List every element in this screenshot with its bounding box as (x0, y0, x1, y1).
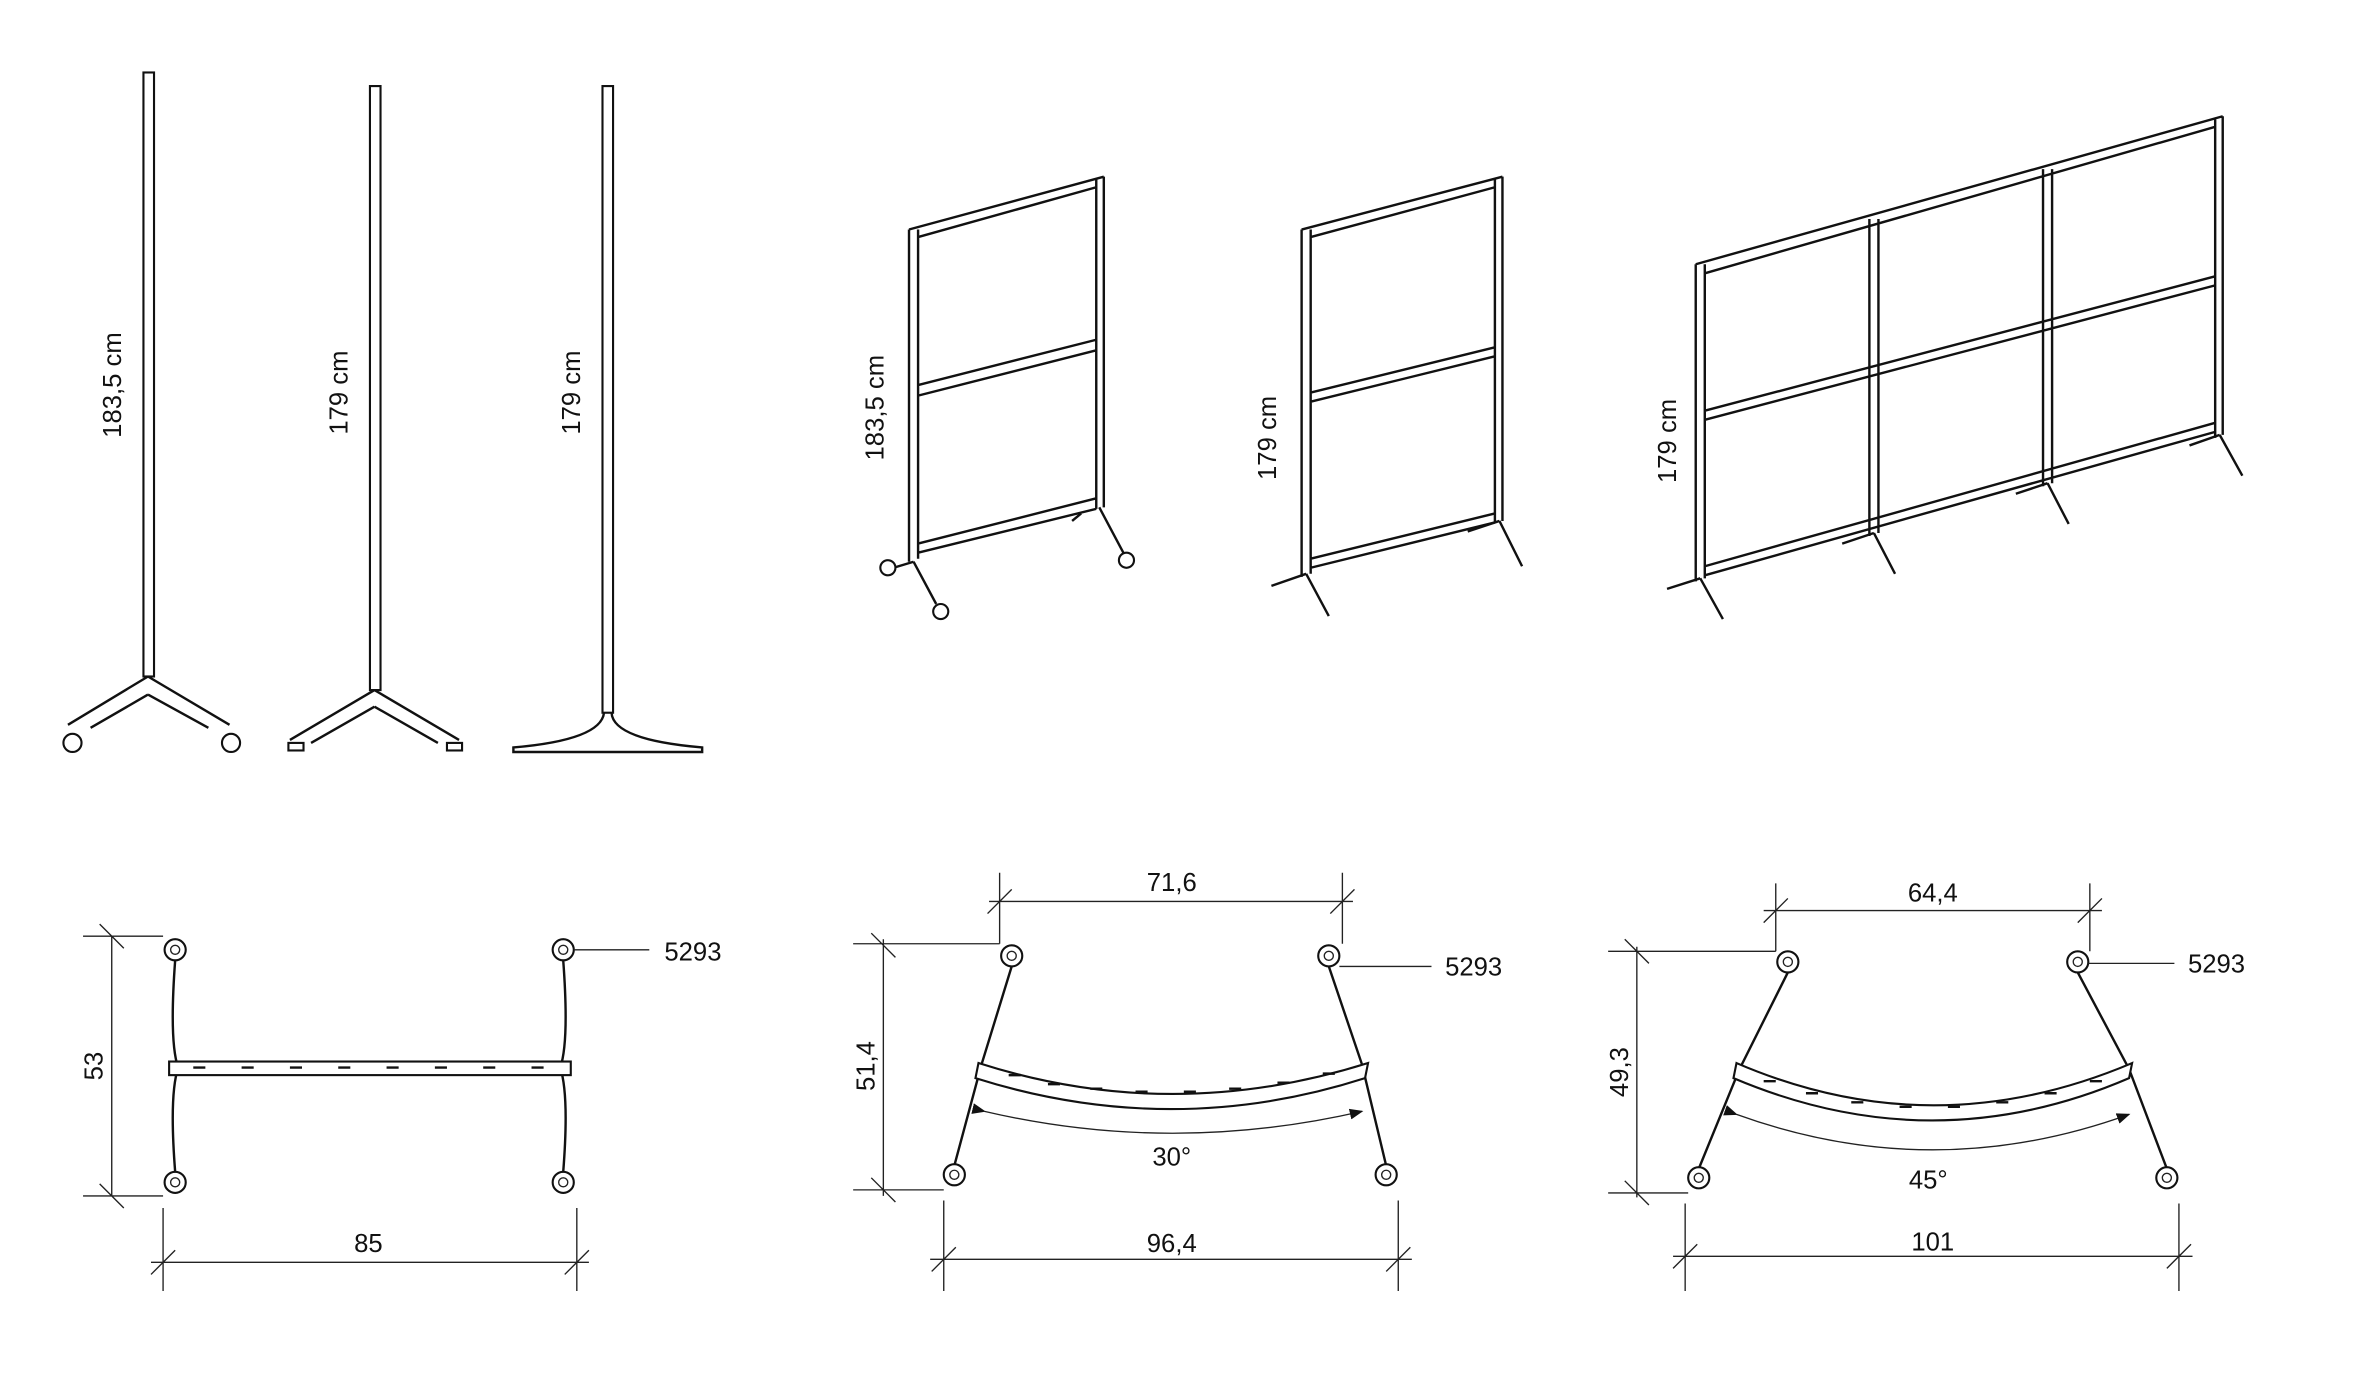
height-label: 179 cm (1654, 399, 1682, 483)
product-code: 5293 (664, 938, 721, 966)
bottom-width-dimension: 101 (1911, 1228, 1954, 1256)
depth-dimension: 51,4 (852, 1041, 880, 1091)
height-label: 183,5 cm (861, 355, 889, 461)
height-label: 183,5 cm (99, 332, 127, 438)
post-elevation-glides: 179 cm (287, 85, 464, 752)
height-label: 179 cm (1254, 396, 1282, 480)
panel-perspective-wheels: 183,5 cm (861, 175, 1136, 621)
top-width-dimension: 64,4 (1908, 879, 1958, 907)
post-elevation-flat-foot: 179 cm (512, 85, 704, 754)
post-elevation-wheels: 183,5 cm (62, 71, 242, 754)
product-code: 5293 (1445, 953, 1502, 981)
top-width-dimension: 71,6 (1147, 869, 1197, 897)
height-label: 179 cm (325, 351, 353, 435)
angle-label: 30° (1152, 1144, 1191, 1172)
product-code: 5293 (2188, 950, 2245, 978)
depth-dimension: 49,3 (1606, 1047, 1634, 1097)
depth-dimension: 53 (81, 1052, 109, 1081)
plan-curve-30: 71,6 96,4 51,4 30° 5293 (852, 869, 1502, 1292)
angle-label: 45° (1909, 1166, 1948, 1194)
bottom-width-dimension: 96,4 (1147, 1230, 1197, 1258)
plan-curve-45: 64,4 101 49,3 45° 5293 (1606, 879, 2245, 1292)
width-dimension: 85 (354, 1230, 383, 1258)
panel-perspective-glides: 179 cm (1254, 175, 1524, 617)
plan-straight: 53 85 5293 (81, 923, 721, 1292)
height-label: 179 cm (558, 351, 586, 435)
panel-perspective-triple: 179 cm (1654, 115, 2244, 620)
